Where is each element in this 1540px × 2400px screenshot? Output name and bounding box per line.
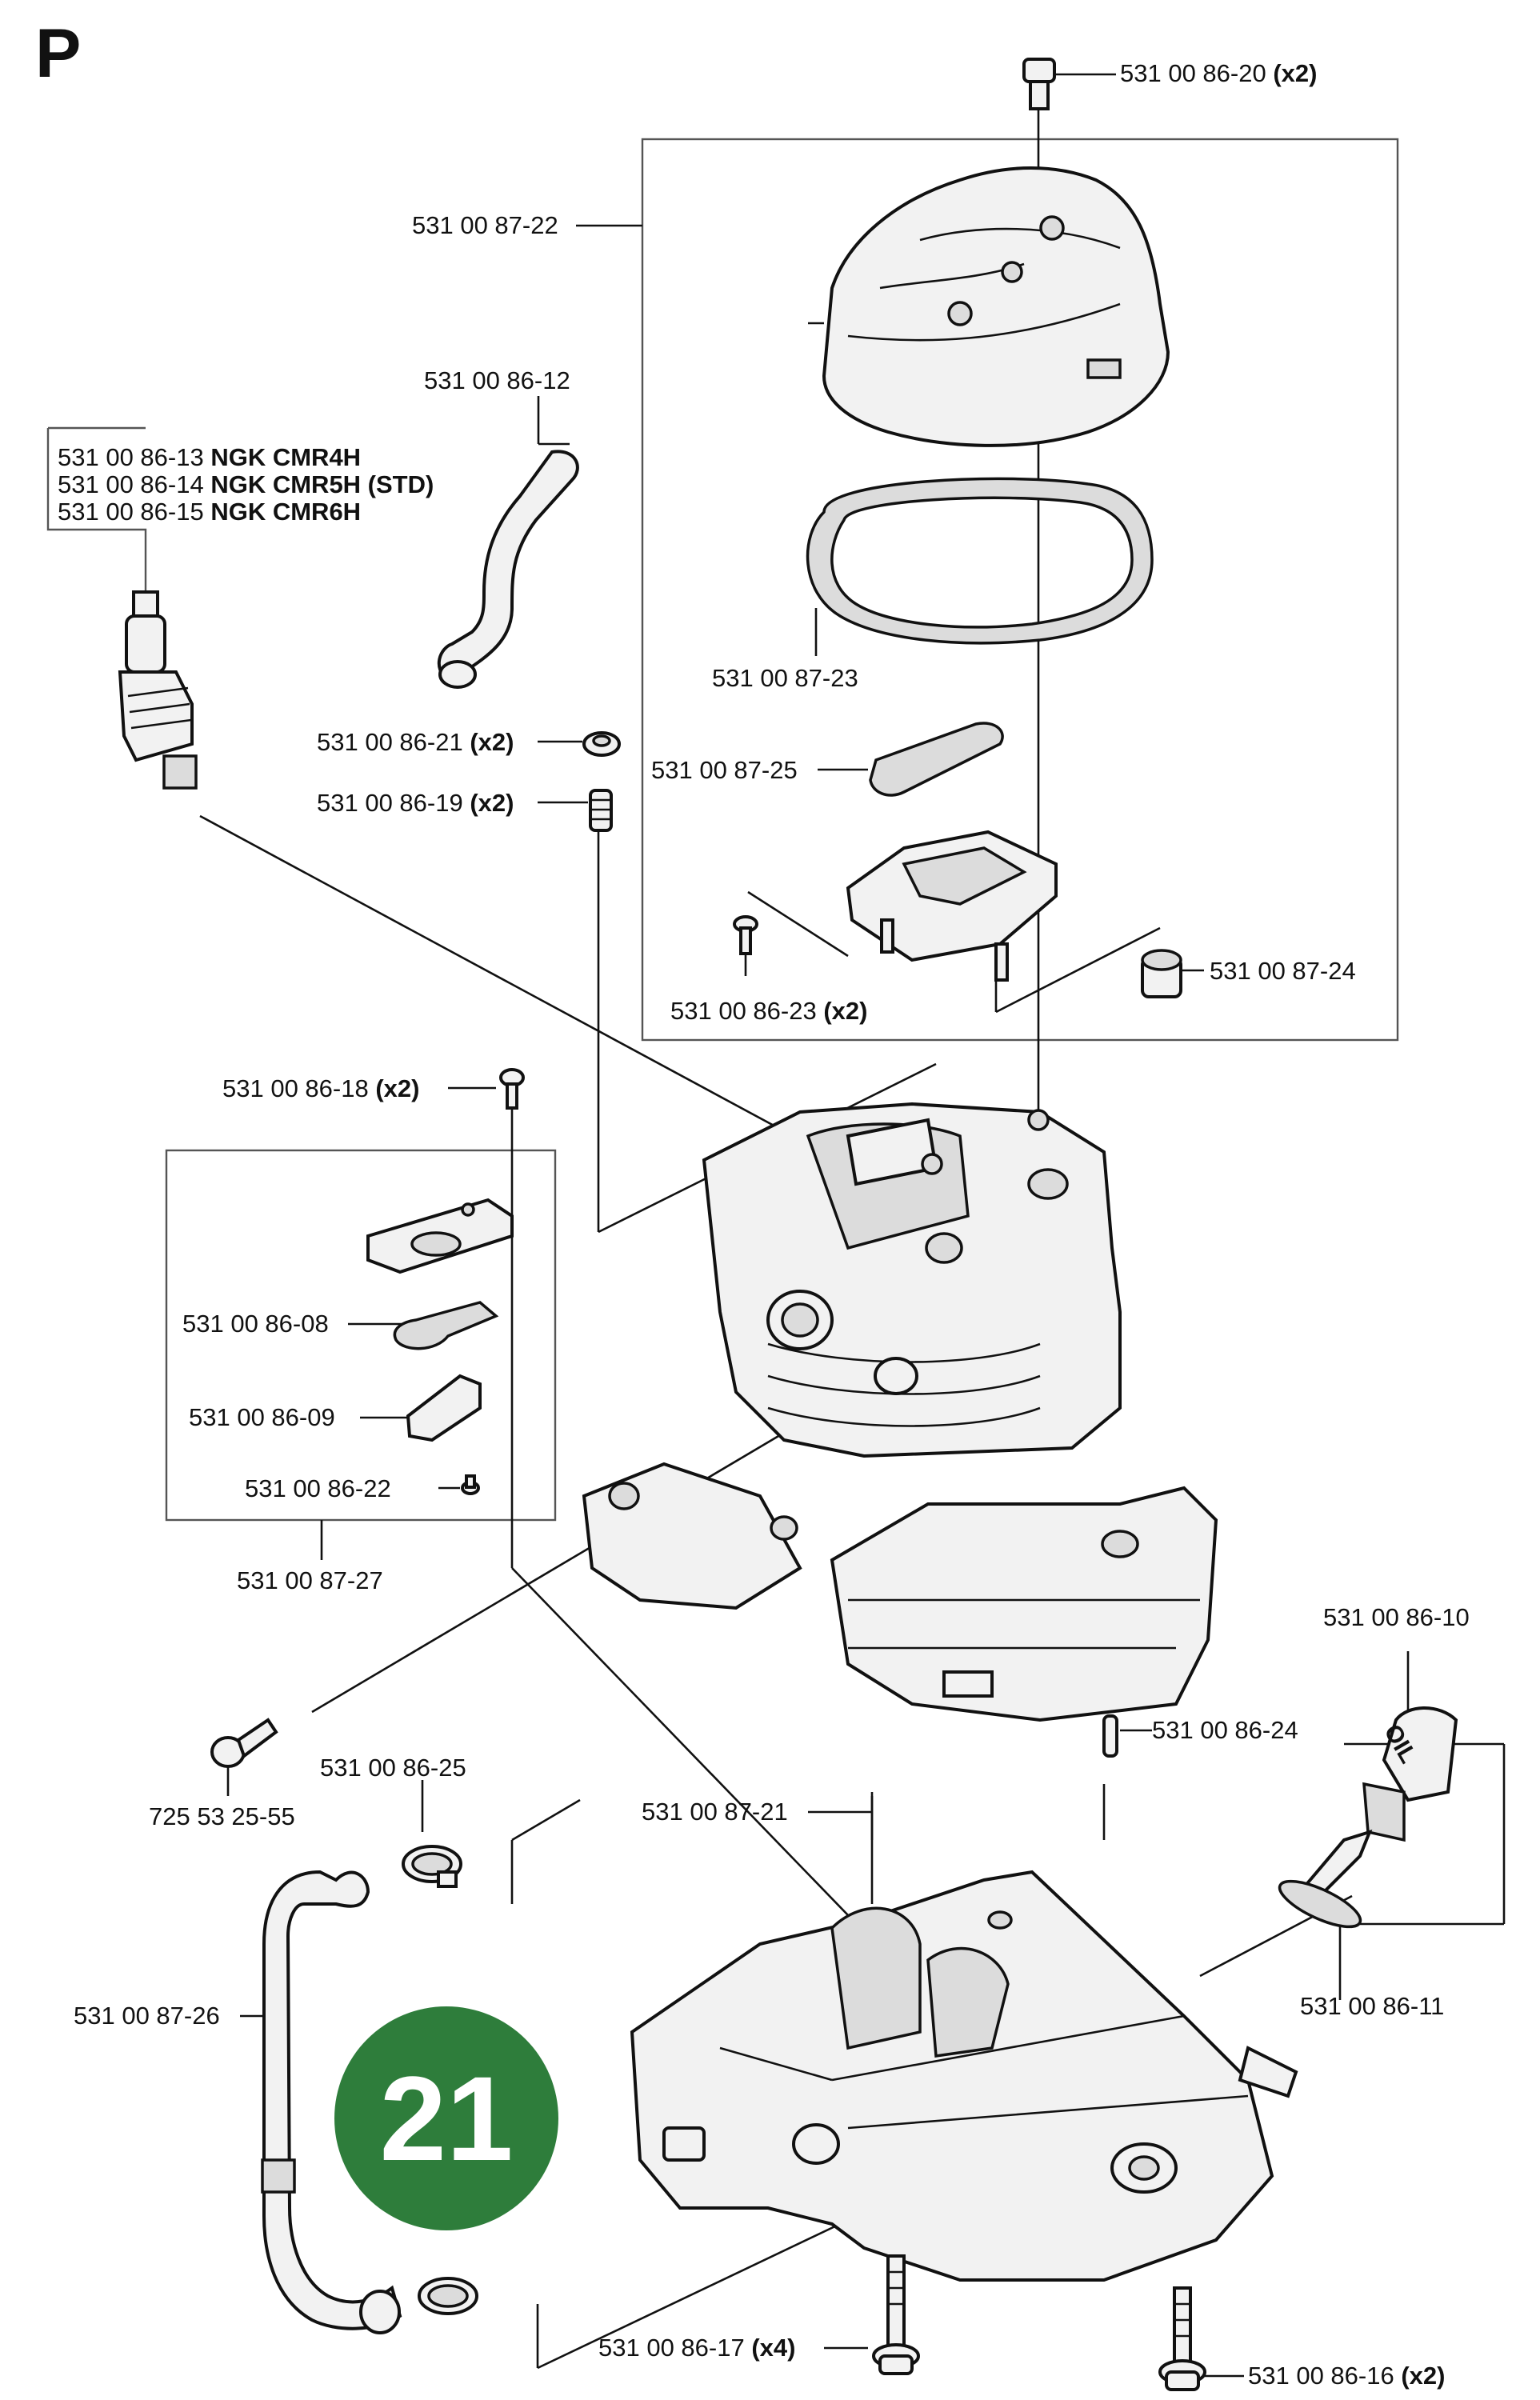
valve-screw-drawing xyxy=(499,1068,525,1110)
label-side-screw: 725 53 25-55 xyxy=(149,1802,295,1830)
label-pin: 531 00 86-24 xyxy=(1152,1716,1298,1744)
label-bolt-bottom-left: 531 00 86-17 (x4) xyxy=(598,2334,796,2362)
small-screw-drawing xyxy=(461,1474,480,1495)
page-number-badge: 21 xyxy=(334,2006,558,2230)
label-oil-cap: 531 00 86-10 xyxy=(1323,1603,1470,1631)
cylinder-cover-drawing xyxy=(822,166,1170,447)
label-breather-screw: 531 00 86-23 (x2) xyxy=(670,997,868,1025)
long-hose-drawing xyxy=(262,1870,402,2330)
crankcase-lower-drawing xyxy=(630,1870,1274,2282)
filter-pad-drawing xyxy=(869,722,1004,797)
bolt-bottom-right-drawing xyxy=(1158,2286,1206,2391)
label-bushing: 531 00 87-24 xyxy=(1210,957,1356,985)
label-valve-kit: 531 00 87-27 xyxy=(237,1566,383,1594)
label-clamp: 531 00 86-25 xyxy=(320,1754,466,1782)
valve-kit-box xyxy=(165,1149,557,1522)
cover-assembly-box xyxy=(641,138,1399,1042)
label-hose-small: 531 00 86-12 xyxy=(424,366,570,394)
label-filter-pad: 531 00 87-25 xyxy=(651,756,798,784)
pin-drawing xyxy=(1102,1714,1118,1758)
label-hose-long: 531 00 87-26 xyxy=(74,2002,220,2030)
label-spark-plug-1: 531 00 86-13 NGK CMR4H xyxy=(58,443,362,471)
bushing-drawing xyxy=(1141,949,1182,998)
nut-drawing xyxy=(582,731,621,757)
label-small-screw: 531 00 86-22 xyxy=(245,1474,391,1502)
spark-plug-drawing xyxy=(118,590,198,790)
label-oring: 531 00 86-11 xyxy=(1300,1992,1445,2020)
oring-drawing xyxy=(1278,1879,1362,1929)
section-letter: P xyxy=(35,15,82,92)
label-crankcase: 531 00 87-21 xyxy=(642,1798,788,1826)
crankcase-upper-drawing xyxy=(830,1486,1218,1722)
valve-stop-drawing xyxy=(406,1374,482,1442)
label-bolt-bottom-right: 531 00 86-16 (x2) xyxy=(1248,2362,1446,2390)
cover-gasket-drawing xyxy=(806,477,1154,645)
label-valve-screw: 531 00 86-18 (x2) xyxy=(222,1074,420,1102)
label-cover-gasket: 531 00 87-23 xyxy=(712,664,858,692)
page-number: 21 xyxy=(379,2050,514,2186)
spark-plug-label-bracket xyxy=(46,426,147,592)
label-stud: 531 00 86-19 (x2) xyxy=(317,789,514,817)
oil-cap-drawing xyxy=(1298,1706,1458,1906)
reed-valve-drawing xyxy=(393,1301,499,1350)
label-spark-plug-2: 531 00 86-14 NGK CMR5H (STD) xyxy=(58,470,434,498)
small-hose-drawing xyxy=(437,450,579,682)
label-cylinder-cover: 531 00 87-22 xyxy=(412,211,558,239)
breather-screw-drawing xyxy=(733,915,758,955)
stud-drawing xyxy=(589,789,613,832)
label-nut: 531 00 86-21 (x2) xyxy=(317,728,514,756)
label-screw-top: 531 00 86-20 (x2) xyxy=(1120,59,1318,87)
label-plate: 531 00 86-08 xyxy=(182,1310,329,1338)
label-valve: 531 00 86-09 xyxy=(189,1403,335,1431)
clamp-lower-drawing xyxy=(418,2277,478,2315)
screw-top-drawing xyxy=(1022,58,1056,110)
side-screw-drawing xyxy=(210,1718,278,1768)
cylinder-block-drawing xyxy=(702,1102,1122,1458)
clamp-drawing xyxy=(402,1845,462,1888)
label-spark-plug-3: 531 00 86-15 NGK CMR6H xyxy=(58,498,362,526)
bolt-bottom-left-drawing xyxy=(872,2254,920,2375)
